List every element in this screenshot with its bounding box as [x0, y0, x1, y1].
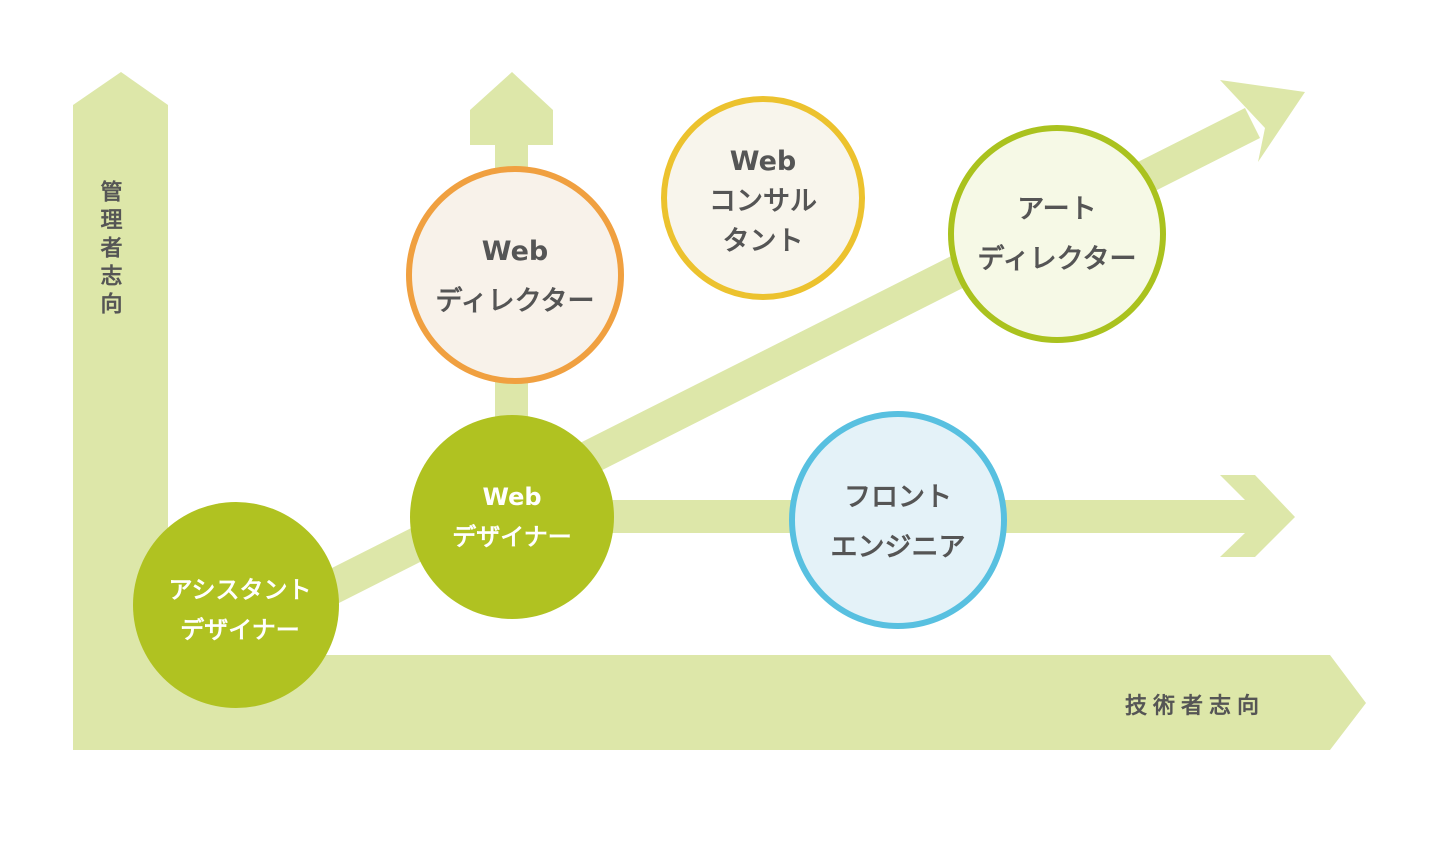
role-assistant-designer: アシスタント デザイナー: [133, 502, 339, 708]
svg-text:タント: タント: [723, 226, 804, 257]
svg-text:Web: Web: [482, 236, 548, 267]
svg-text:Web: Web: [482, 483, 541, 511]
role-art-director: アート ディレクター: [948, 125, 1166, 343]
svg-text:デザイナー: デザイナー: [452, 523, 572, 551]
svg-text:ディレクター: ディレクター: [435, 285, 594, 317]
role-web-consultant: Web コンサル タント: [661, 96, 865, 300]
role-front-engineer: フロント エンジニア: [789, 411, 1007, 629]
svg-text:アシスタント: アシスタント: [168, 576, 311, 604]
svg-text:デザイナー: デザイナー: [180, 616, 300, 644]
role-web-designer: Web デザイナー: [410, 415, 614, 619]
role-web-director: Web ディレクター: [406, 166, 624, 384]
svg-text:フロント: フロント: [844, 482, 952, 513]
horizontal-axis-label: 技術者志向: [1125, 693, 1265, 719]
svg-text:コンサル: コンサル: [709, 186, 817, 217]
svg-text:ディレクター: ディレクター: [977, 243, 1136, 275]
svg-text:アート: アート: [1017, 194, 1096, 225]
svg-text:エンジニア: エンジニア: [831, 532, 966, 563]
svg-text:Web: Web: [730, 146, 796, 177]
vertical-axis-label: 管理者志向: [97, 179, 124, 320]
